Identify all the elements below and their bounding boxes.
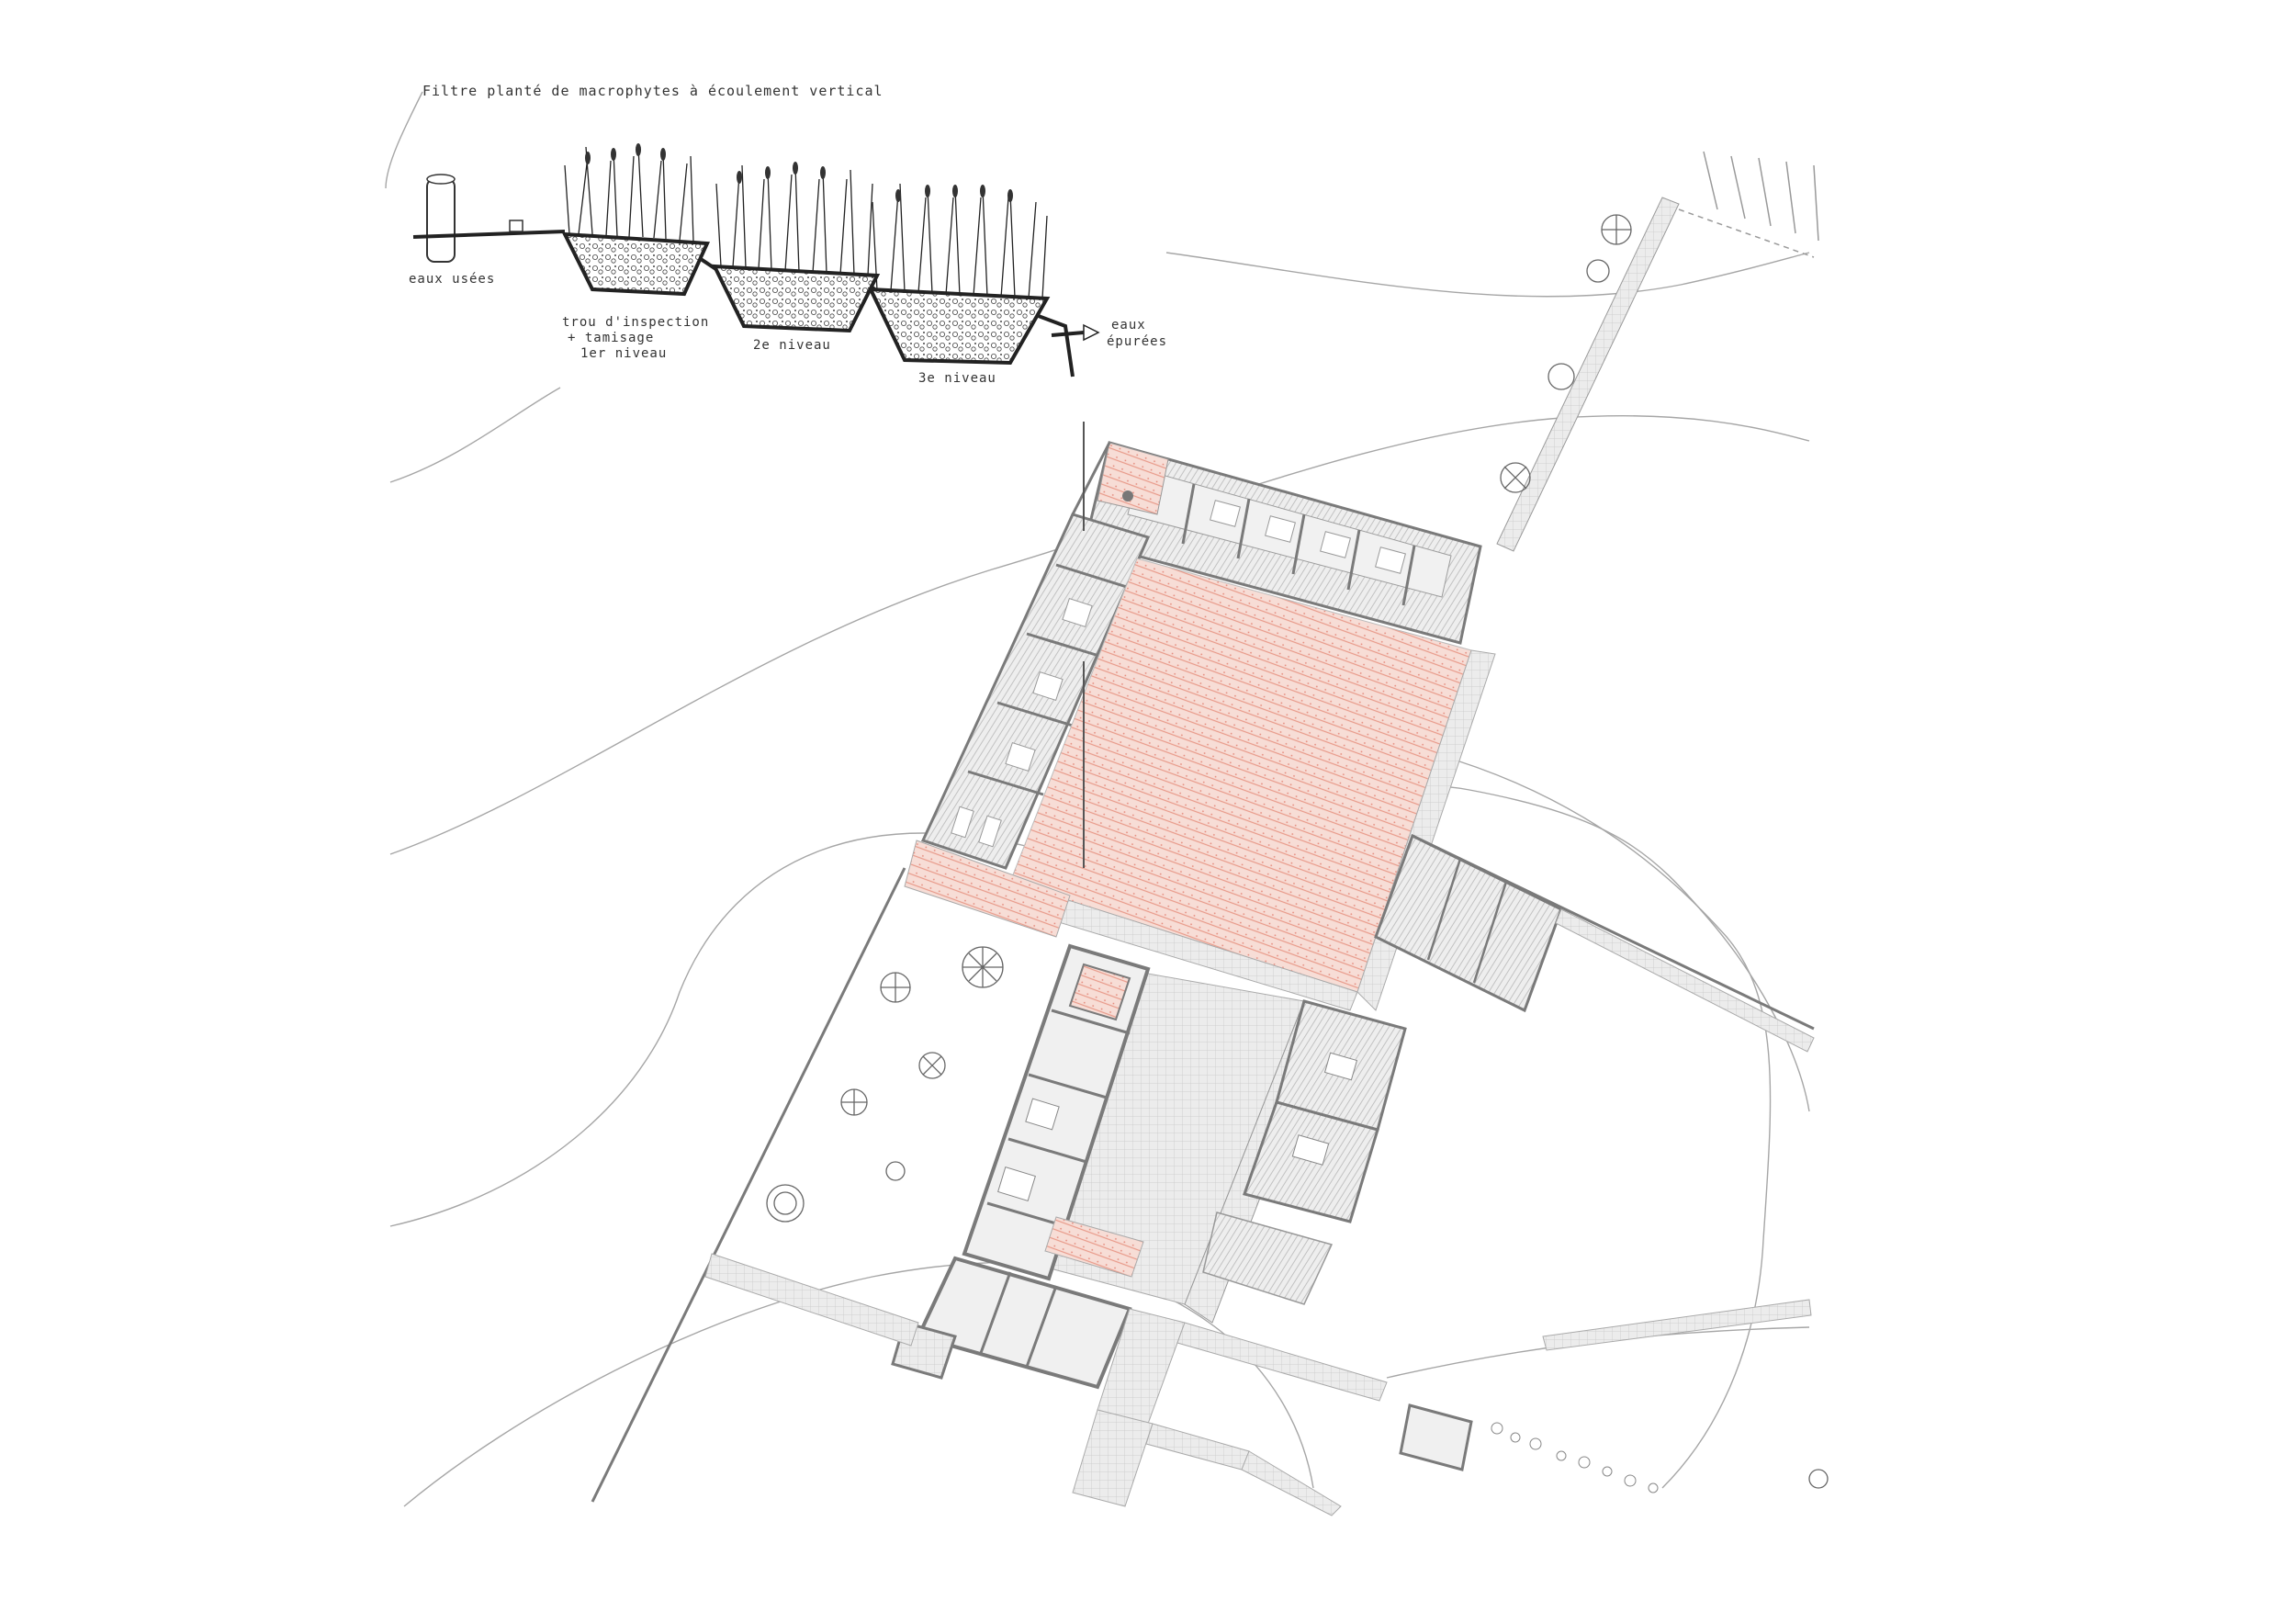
parking-lines (1678, 151, 1819, 258)
south-paths (704, 1253, 1812, 1516)
label-outlet-2: épurées (1107, 334, 1167, 349)
west-wing (920, 513, 1151, 870)
east-building (1374, 833, 1815, 1053)
red-strip (904, 840, 1071, 938)
main-house (962, 943, 1151, 1281)
septic-tank (426, 174, 456, 263)
access-path (1496, 197, 1680, 552)
south-building (891, 1256, 1186, 1425)
site-plan (591, 151, 1829, 1516)
basin-3 (867, 287, 1051, 366)
basin-2 (711, 264, 881, 333)
filter-section-sketch: Filtre planté de macrophytes à écoulemen… (409, 83, 1167, 386)
east-cluster (1202, 999, 1473, 1471)
boundary-walls (591, 422, 1815, 1503)
label-level-1: 1er niveau (580, 346, 667, 361)
basin-1 (561, 231, 711, 297)
label-outlet-1: eaux (1111, 318, 1146, 332)
label-inlet: eaux usées (409, 272, 495, 287)
label-inspection-1: trou d'inspection (562, 315, 709, 330)
red-bed (1044, 1216, 1144, 1278)
trees (766, 214, 1829, 1489)
reeds (564, 146, 1048, 299)
stone-field (1491, 1422, 1659, 1493)
outlet-arrow (1083, 323, 1100, 342)
label-level-2: 2e niveau (753, 338, 831, 353)
label-level-3: 3e niveau (918, 371, 996, 386)
section-title: Filtre planté de macrophytes à écoulemen… (422, 83, 884, 99)
reed-heads (585, 143, 1013, 202)
north-wing (1084, 441, 1482, 645)
label-inspection-2: + tamisage (568, 331, 654, 345)
